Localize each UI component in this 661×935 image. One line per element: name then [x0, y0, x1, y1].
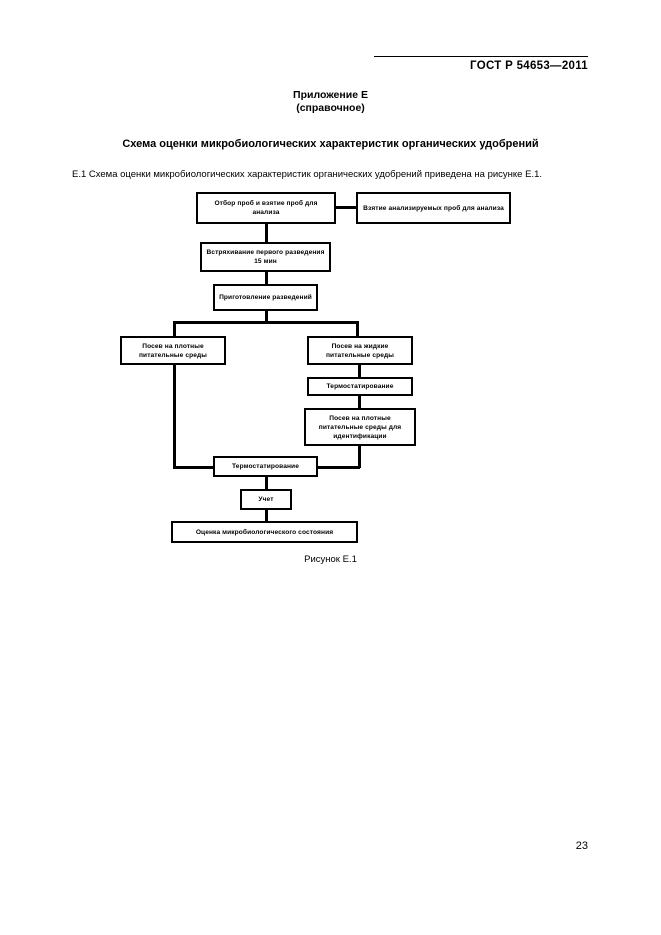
flowchart-node-counting: Учет [240, 489, 292, 510]
annex-label: Приложение Е [293, 89, 368, 101]
connector-sampling-to-taking [336, 206, 356, 209]
flowchart-node-incubation-2: Термостатирование [213, 456, 318, 477]
document-standard-code: ГОСТ Р 54653—2011 [470, 60, 588, 72]
connector-ident-down [358, 446, 361, 468]
figure-caption: Рисунок Е.1 [304, 554, 357, 565]
connector-dilutions-stem [265, 311, 268, 323]
page-number: 23 [575, 840, 588, 852]
annex-kind-label: (справочное) [296, 102, 365, 114]
flowchart-node-taking-analysed: Взятие анализируемых проб для анализа [356, 192, 511, 224]
connector-sampling-to-shaking [265, 224, 268, 242]
flowchart-node-shaking: Встряхивание первого разведения 15 мин [200, 242, 331, 272]
page-title: Схема оценки микробиологических характер… [122, 138, 539, 150]
flowchart-node-liquid-media: Посев на жидкие питательные среды [307, 336, 413, 365]
connector-shaking-to-dilutions [265, 272, 268, 284]
flowchart-node-solid-media-identification: Посев на плотные питательные среды для и… [304, 408, 416, 446]
connector-solid-media-down [173, 365, 176, 468]
flowchart-node-solid-media: Посев на плотные питательные среды [120, 336, 226, 365]
connector-dilutions-split-bar [173, 321, 358, 324]
flowchart-node-dilutions: Приготовление разведений [213, 284, 318, 311]
flowchart-node-incubation-1: Термостатирование [307, 377, 413, 396]
intro-paragraph: Е.1 Схема оценки микробиологических хара… [72, 169, 542, 180]
connector-incubation2-to-counting [265, 477, 268, 489]
connector-to-solid-media [173, 321, 176, 336]
connector-incubation1-to-ident [358, 396, 361, 408]
flowchart-node-final-assessment: Оценка микробиологического состояния [171, 521, 358, 543]
connector-counting-to-assessment [265, 510, 268, 521]
connector-left-into-incubation2 [173, 466, 215, 469]
connector-liquid-to-incubation1 [358, 365, 361, 377]
connector-right-into-incubation2 [318, 466, 360, 469]
flowchart-node-sampling: Отбор проб и взятие проб для анализа [196, 192, 336, 224]
header-rule [374, 56, 588, 57]
connector-to-liquid-media [356, 321, 359, 336]
